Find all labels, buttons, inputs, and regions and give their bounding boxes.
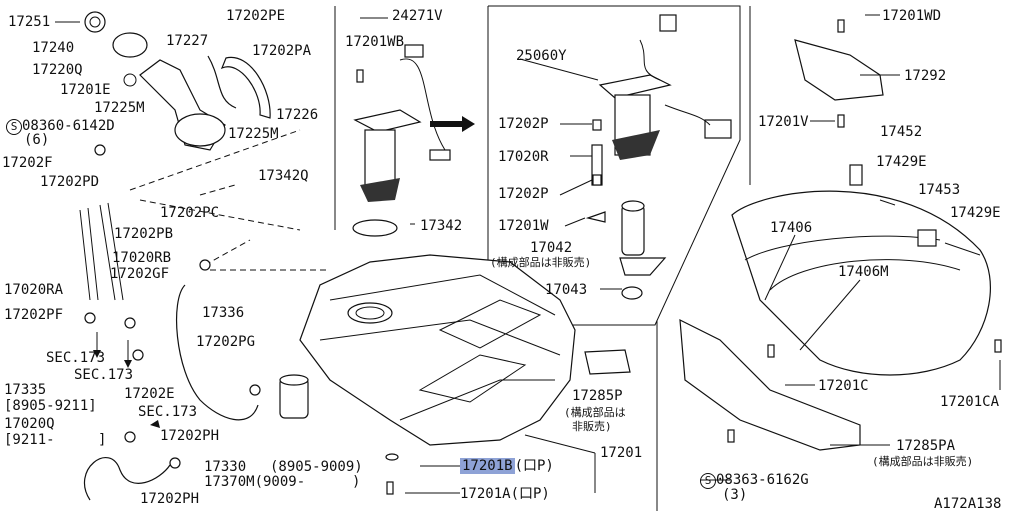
pump-detail	[585, 14, 732, 300]
label-17285p-note1: (構成部品は	[564, 406, 626, 419]
label-17202gf: 17202GF	[110, 266, 170, 282]
label-17202pe: 17202PE	[226, 8, 286, 24]
label-17227: 17227	[166, 33, 209, 49]
label-17202ph-b: 17202PH	[140, 491, 200, 507]
arrow-right-icon	[430, 116, 475, 132]
label-17220q: 17220Q	[32, 62, 83, 78]
hose-17226	[220, 56, 271, 119]
label-17406: 17406	[770, 220, 813, 236]
label-sec173-c[interactable]: SEC.173	[138, 404, 198, 420]
label-17202p-a: 17202P	[498, 116, 549, 132]
label-17453: 17453	[918, 182, 961, 198]
label-17202pg: 17202PG	[196, 334, 256, 350]
label-17020q-close: ]	[98, 432, 107, 448]
label-17370m: 17370M(9009-	[204, 474, 306, 490]
label-17202e: 17202E	[124, 386, 175, 402]
label-17285pa: 17285PA	[896, 438, 956, 454]
label-17202pa: 17202PA	[252, 43, 312, 59]
label-17042: 17042	[530, 240, 573, 256]
label-17370m-close: )	[352, 474, 361, 490]
label-17202pf: 17202PF	[4, 307, 64, 323]
label-sec173-a[interactable]: SEC.173	[46, 350, 106, 366]
hose-17020q	[83, 457, 171, 501]
tube-17020rb	[99, 202, 124, 301]
label-17202pc: 17202PC	[160, 205, 220, 221]
label-17020ra: 17020RA	[4, 282, 64, 298]
label-17336: 17336	[202, 305, 245, 321]
label-17201v: 17201V	[758, 114, 809, 130]
label-17201a: 17201A(口P)	[460, 486, 550, 502]
label-17335-range: [8905-9211]	[4, 398, 97, 414]
label-17201wb: 17201WB	[345, 34, 405, 50]
label-17429e-b: 17429E	[950, 205, 1001, 221]
label-17342q: 17342Q	[258, 168, 309, 184]
label-25060y: 25060Y	[516, 48, 567, 64]
dashed-leaders-left	[129, 129, 330, 271]
label-17406m: 17406M	[838, 264, 889, 280]
hose-17227	[207, 55, 237, 109]
label-17285p-note2: 非販売)	[572, 420, 612, 433]
label-17285pa-note: (構成部品は非販売)	[872, 455, 974, 468]
label-17429e-a: 17429E	[876, 154, 927, 170]
label-17330: 17330	[204, 459, 247, 475]
label-17020r: 17020R	[498, 149, 549, 165]
label-17201b: 17201B(口P)	[460, 458, 554, 474]
heat-shield	[679, 39, 991, 451]
label-17225m-b: 17225M	[228, 126, 279, 142]
label-17225m-a: 17225M	[94, 100, 145, 116]
label-17335: 17335	[4, 382, 47, 398]
filler-neck	[84, 11, 226, 156]
diagram-code: A172A138	[934, 496, 1002, 511]
highlight-17201b[interactable]: 17201B	[460, 458, 515, 474]
circle-s-icon: S	[6, 119, 22, 135]
circle-s-icon: S	[700, 473, 716, 489]
label-17330-range: (8905-9009)	[270, 459, 363, 475]
label-17342: 17342	[420, 218, 463, 234]
label-17020rb: 17020RB	[112, 250, 172, 266]
label-17043: 17043	[545, 282, 588, 298]
label-17020q-range: [9211-	[4, 432, 55, 448]
label-17202pd: 17202PD	[40, 174, 100, 190]
tube-17020ra	[79, 207, 99, 301]
label-17042-note: (構成部品は非販売)	[490, 256, 592, 269]
label-17201: 17201	[600, 445, 643, 461]
label-17020q: 17020Q	[4, 416, 55, 432]
label-17285p: 17285P	[572, 388, 623, 404]
fuel-filter	[279, 374, 309, 419]
label-17202ph-a: 17202PH	[160, 428, 220, 444]
label-17292: 17292	[904, 68, 947, 84]
label-17201c: 17201C	[818, 378, 869, 394]
label-17226: 17226	[276, 107, 319, 123]
label-17201ca: 17201CA	[940, 394, 1000, 410]
label-17201wd: 17201WD	[882, 8, 942, 24]
label-17202p-b: 17202P	[498, 186, 549, 202]
label-sec173-b[interactable]: SEC.173	[74, 367, 134, 383]
label-17202pb: 17202PB	[114, 226, 174, 242]
label-08360-qty: (6)	[24, 132, 50, 148]
label-17240: 17240	[32, 40, 75, 56]
label-17452: 17452	[880, 124, 923, 140]
label-08363-qty: (3)	[722, 487, 748, 503]
label-17251: 17251	[8, 14, 51, 30]
bolts	[84, 19, 1002, 495]
hose-17336	[176, 284, 259, 421]
label-17201w: 17201W	[498, 218, 549, 234]
fuel-tank	[299, 254, 576, 446]
pump-module-main	[352, 44, 451, 237]
label-17201e: 17201E	[60, 82, 111, 98]
label-17202f: 17202F	[2, 155, 53, 171]
label-24271v: 24271V	[392, 8, 443, 24]
